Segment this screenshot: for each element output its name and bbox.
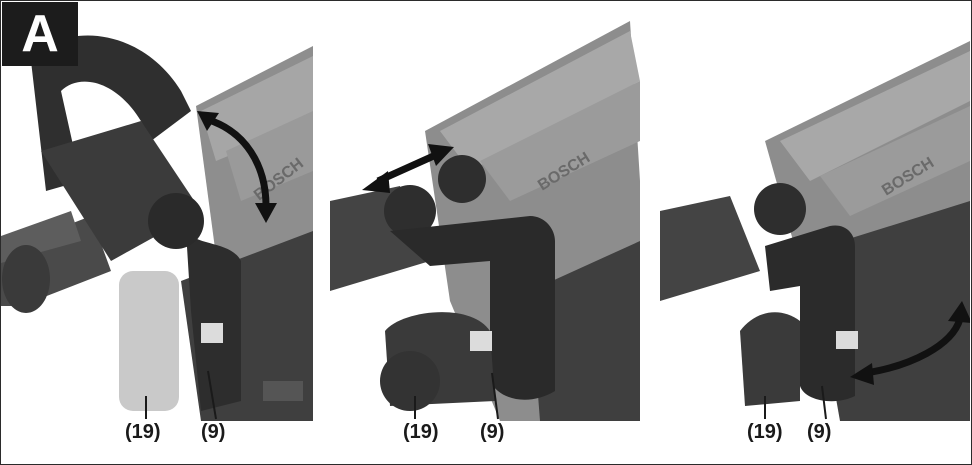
label-19: (19) (747, 421, 783, 443)
label-19: (19) (125, 421, 161, 443)
hammer-illustration-rotate-up: BOSCH (1, 35, 313, 421)
hammer-illustration-rotate-down: BOSCH (660, 41, 970, 421)
hammer-illustration-slide: BOSCH (330, 21, 640, 421)
panel-1: BOSCH A (19) (9) (1, 1, 313, 463)
label-9: (9) (201, 421, 226, 443)
label-19: (19) (403, 421, 439, 443)
label-9: (9) (807, 421, 832, 443)
panel-3: BOSCH (19) (9) (660, 1, 970, 463)
figure-tag: A (2, 2, 78, 66)
panel-2: BOSCH (19) (9) (330, 1, 640, 463)
label-9: (9) (480, 421, 505, 443)
